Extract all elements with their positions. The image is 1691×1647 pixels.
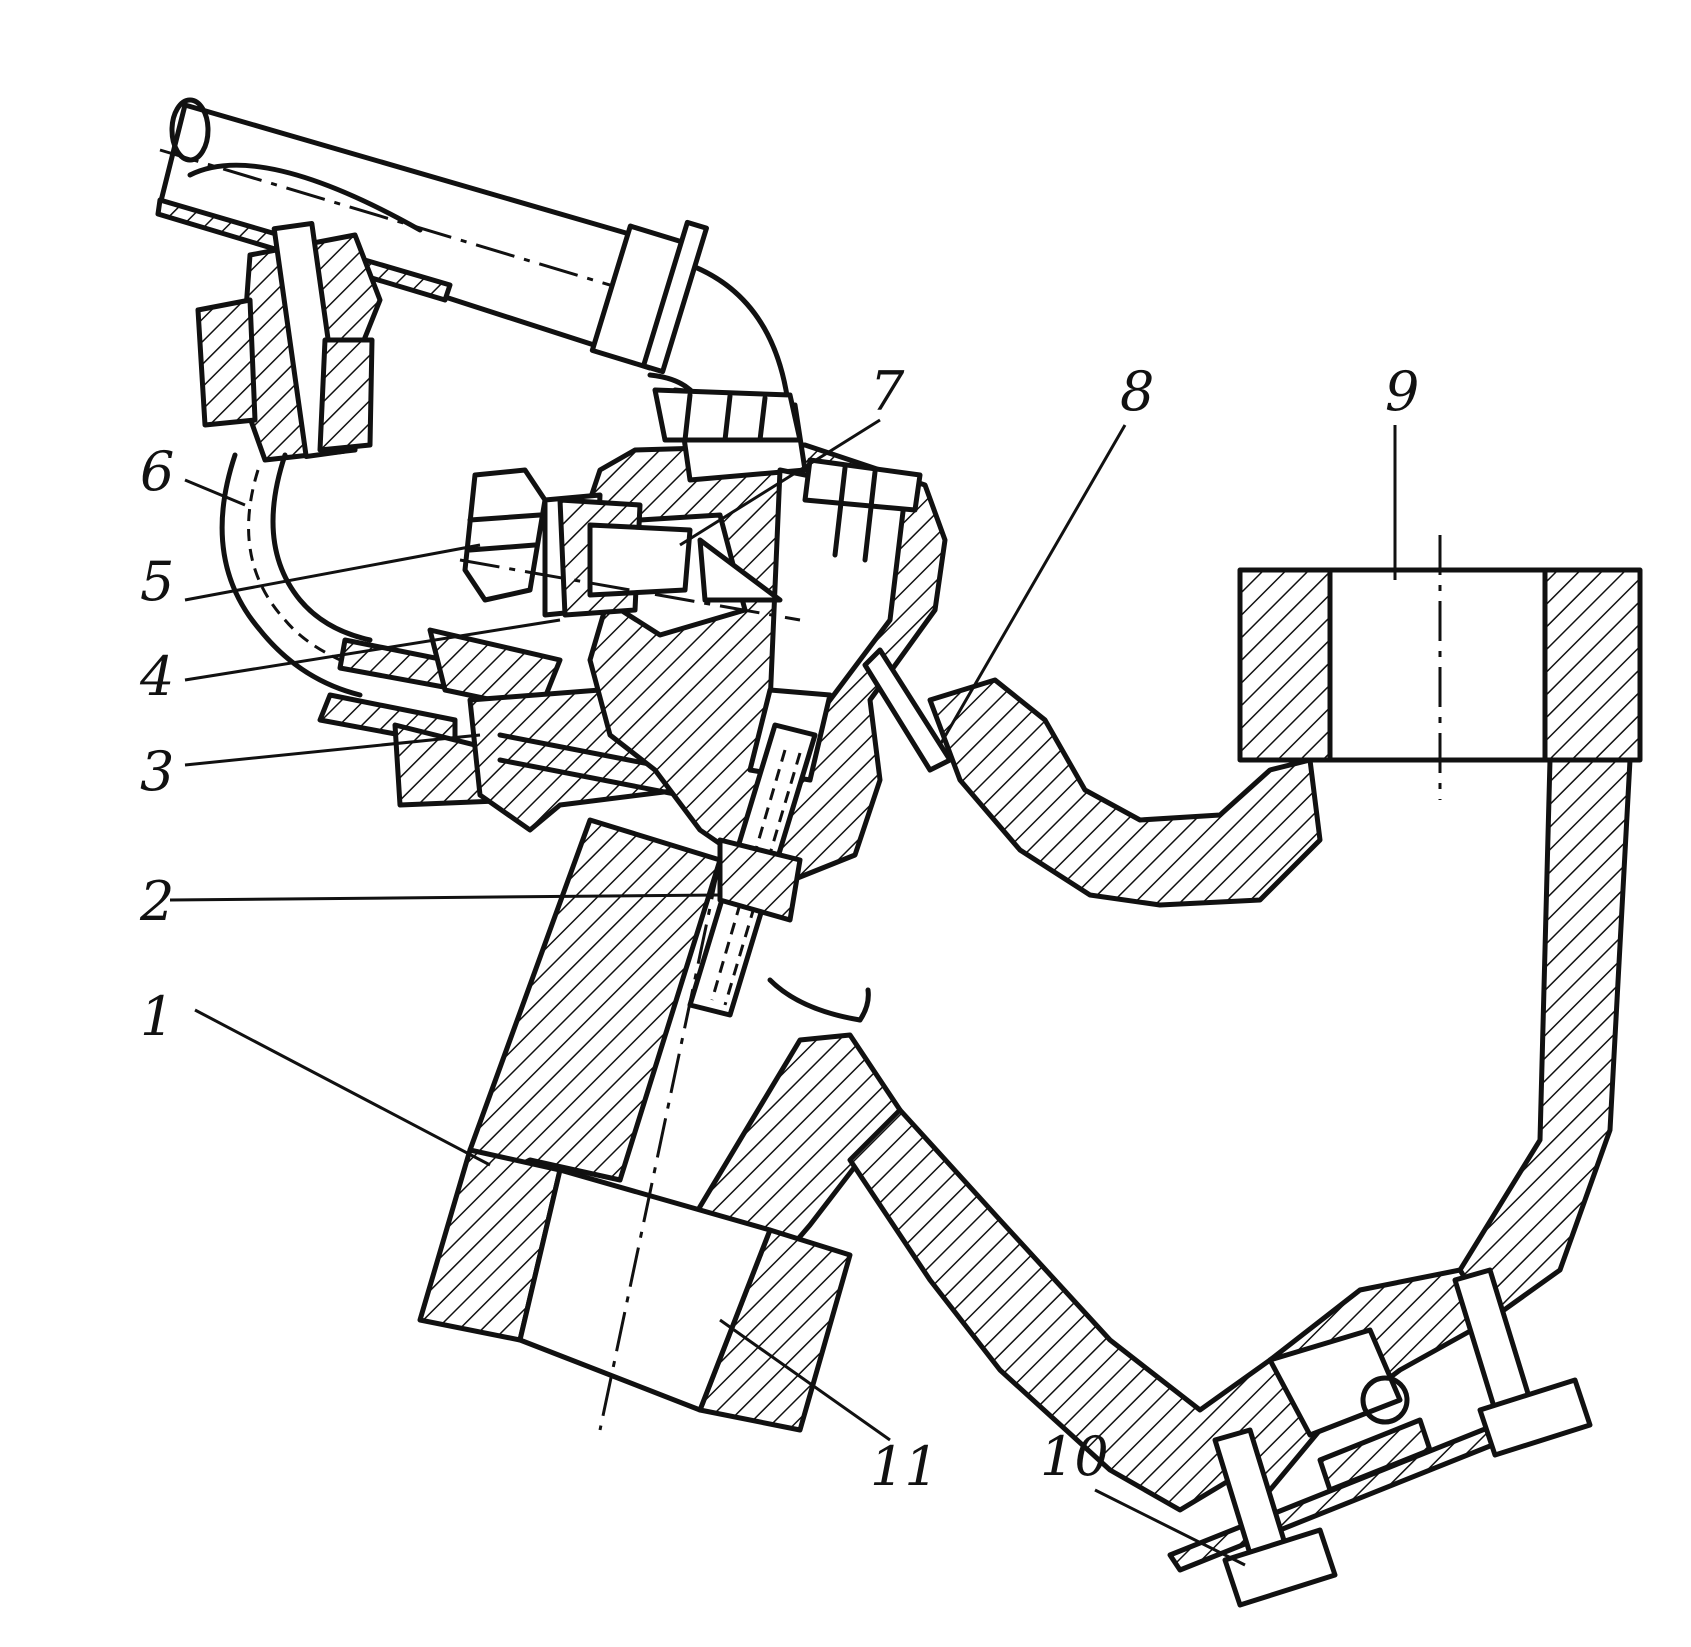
pipe-elbow — [589, 219, 793, 423]
main-body — [417, 817, 903, 1433]
label-9: 9 — [1385, 360, 1419, 423]
label-11: 11 — [870, 1435, 939, 1498]
label-7: 7 — [870, 360, 905, 423]
bottom-cover — [1167, 1267, 1593, 1608]
label-3: 3 — [140, 740, 174, 803]
leader-lines — [169, 418, 1397, 1567]
label-8: 8 — [1120, 360, 1154, 423]
nozzle-needle — [687, 722, 818, 1018]
label-6: 6 — [140, 440, 174, 503]
label-2: 2 — [139, 870, 174, 933]
label-4: 4 — [139, 645, 174, 708]
part-labels: 1 2 3 4 5 6 7 8 9 10 11 — [139, 360, 1419, 1498]
bent-tube — [219, 452, 373, 698]
right-body — [847, 535, 1643, 1513]
label-1: 1 — [140, 985, 174, 1048]
break-lines — [767, 977, 871, 1023]
upper-union-fitting — [195, 220, 383, 463]
label-10: 10 — [1040, 1425, 1109, 1488]
plug-screw — [459, 467, 801, 622]
label-5: 5 — [140, 550, 174, 613]
